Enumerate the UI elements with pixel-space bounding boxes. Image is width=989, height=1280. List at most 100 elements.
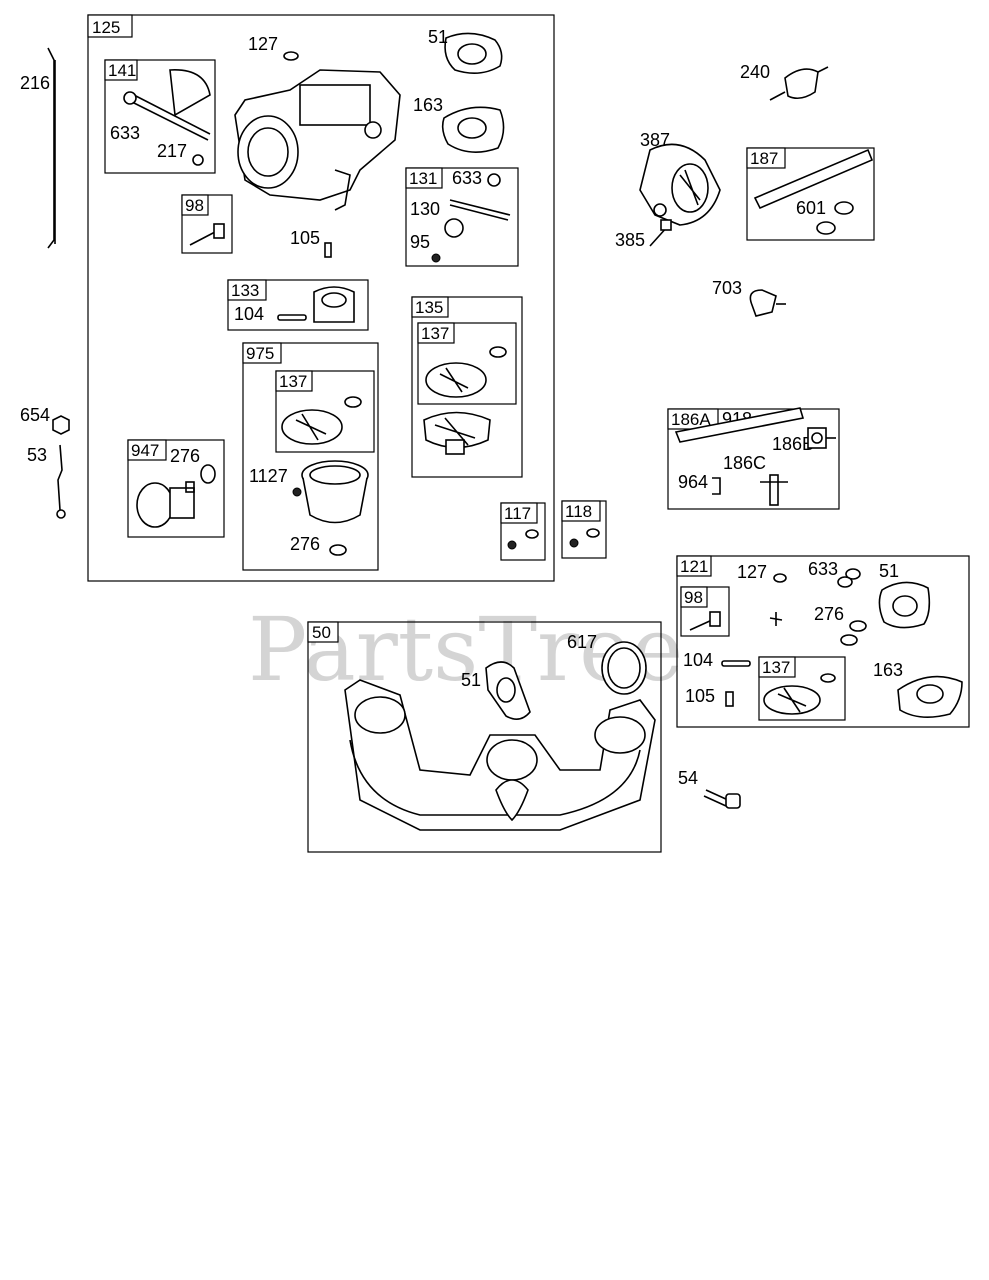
assembly-tag-125 (87, 14, 133, 38)
assembly-number-137-c: 137 (762, 658, 790, 677)
part-163-gasket-b[interactable] (897, 675, 963, 718)
callout-105: 105 (290, 228, 320, 248)
assembly-number-135: 135 (415, 298, 443, 317)
callout-105-b: 105 (685, 686, 715, 706)
assembly-tag-98 (181, 194, 209, 216)
callout-240: 240 (740, 62, 770, 82)
callout-163-b: 163 (873, 660, 903, 680)
assembly-number-186a: 186A (671, 410, 711, 429)
assembly-tag-131 (405, 167, 443, 189)
part-51-gasket-c[interactable] (485, 661, 531, 720)
assembly-number-98-b: 98 (684, 588, 703, 607)
part-105-pin[interactable] (324, 242, 332, 258)
callout-104-b: 104 (683, 650, 713, 670)
assembly-frame-131[interactable] (405, 167, 519, 267)
part-187-fuel-line[interactable] (753, 148, 874, 210)
part-51-gasket[interactable] (444, 32, 503, 74)
part-98-screw-b[interactable] (689, 611, 721, 631)
part-104-pin-b[interactable] (721, 660, 751, 667)
callout-276-b: 276 (290, 534, 320, 554)
assembly-number-947: 947 (131, 441, 159, 460)
part-617-seal[interactable] (601, 641, 647, 695)
part-135-float-bowl[interactable] (423, 411, 491, 455)
callout-127-b: 127 (737, 562, 767, 582)
assembly-frame-975[interactable] (242, 342, 379, 571)
assembly-tag-50 (307, 621, 339, 643)
part-98-screw[interactable] (189, 223, 225, 246)
part-53-link[interactable] (56, 444, 66, 519)
part-918-hose[interactable] (674, 407, 805, 443)
assembly-tag-98-b (680, 586, 708, 608)
callout-964: 964 (678, 472, 708, 492)
callout-186b: 186B (772, 434, 814, 454)
part-carburetor-body[interactable] (234, 69, 401, 211)
assembly-tag-141 (104, 59, 138, 81)
callout-53: 53 (27, 445, 47, 465)
callout-104: 104 (234, 304, 264, 324)
callout-703: 703 (712, 278, 742, 298)
part-654-nut[interactable] (52, 415, 70, 435)
part-133-float[interactable] (277, 286, 355, 323)
callout-216: 216 (20, 73, 50, 93)
part-975-bowl-gasket[interactable] (281, 396, 362, 445)
callout-130: 130 (410, 199, 440, 219)
part-137-bowl-gasket-c[interactable] (763, 673, 836, 715)
assembly-frame-141[interactable] (104, 59, 216, 174)
callout-633-b: 633 (452, 168, 482, 188)
part-131-choke-shaft[interactable] (431, 173, 511, 263)
part-216-rod[interactable] (47, 47, 56, 249)
assembly-tag-133 (227, 279, 267, 301)
part-633-clip-b[interactable] (837, 568, 861, 588)
assembly-number-50: 50 (312, 623, 331, 642)
part-117-jet[interactable] (507, 529, 539, 550)
callout-633: 633 (110, 123, 140, 143)
assembly-number-118: 118 (565, 502, 592, 521)
part-240-fuel-filter[interactable] (769, 66, 829, 101)
assembly-frame-50[interactable] (307, 621, 662, 853)
part-947-solenoid[interactable] (136, 464, 216, 528)
callout-127: 127 (248, 34, 278, 54)
part-163-gasket[interactable] (441, 106, 505, 153)
part-127-plug[interactable] (283, 51, 299, 61)
callout-276-a: 276 (170, 446, 200, 466)
assembly-frame-186a[interactable] (667, 408, 840, 510)
part-51-gasket-b[interactable] (878, 581, 931, 629)
assembly-tag-117 (500, 502, 538, 524)
assembly-number-141: 141 (108, 61, 136, 80)
part-385-screw[interactable] (649, 219, 672, 247)
assembly-frame-137-c[interactable] (758, 656, 846, 721)
assembly-frame-125[interactable] (87, 14, 555, 582)
part-964-clip[interactable] (712, 477, 721, 495)
callout-387: 387 (640, 130, 670, 150)
callout-617: 617 (567, 632, 597, 652)
assembly-frame-137-a[interactable] (417, 322, 517, 405)
part-601-clamp[interactable] (816, 201, 854, 235)
assembly-number-131: 131 (409, 169, 437, 188)
assembly-frame-947[interactable] (127, 439, 225, 538)
part-186c-fitting[interactable] (760, 474, 788, 506)
part-127-plug-b[interactable] (773, 573, 787, 583)
part-276-washer-b[interactable] (329, 544, 347, 556)
part-118-jet[interactable] (569, 528, 600, 548)
part-105-pin-b[interactable] (725, 691, 734, 707)
callout-276-c: 276 (814, 604, 844, 624)
part-141-throttle-shaft[interactable] (123, 69, 211, 166)
assembly-frame-135[interactable] (411, 296, 523, 478)
assembly-frame-121[interactable] (676, 555, 970, 728)
part-975-float-bowl[interactable] (292, 460, 369, 524)
callout-163: 163 (413, 95, 443, 115)
assembly-tag-947 (127, 439, 167, 461)
part-186b-valve[interactable] (807, 427, 836, 449)
assembly-frame-187[interactable] (746, 147, 875, 241)
assembly-frame-137-b[interactable] (275, 370, 375, 453)
assembly-number-187: 187 (750, 149, 778, 168)
part-spring-b[interactable] (769, 612, 783, 626)
part-703-clip[interactable] (749, 289, 786, 317)
part-54-screw[interactable] (703, 789, 741, 809)
part-137-bowl-gasket[interactable] (425, 346, 507, 398)
part-387-fuel-pump[interactable] (639, 143, 721, 226)
assembly-frame-133[interactable] (227, 279, 369, 331)
part-276-washer-c[interactable] (840, 620, 867, 646)
callout-601: 601 (796, 198, 826, 218)
part-50-intake-manifold[interactable] (344, 679, 656, 831)
